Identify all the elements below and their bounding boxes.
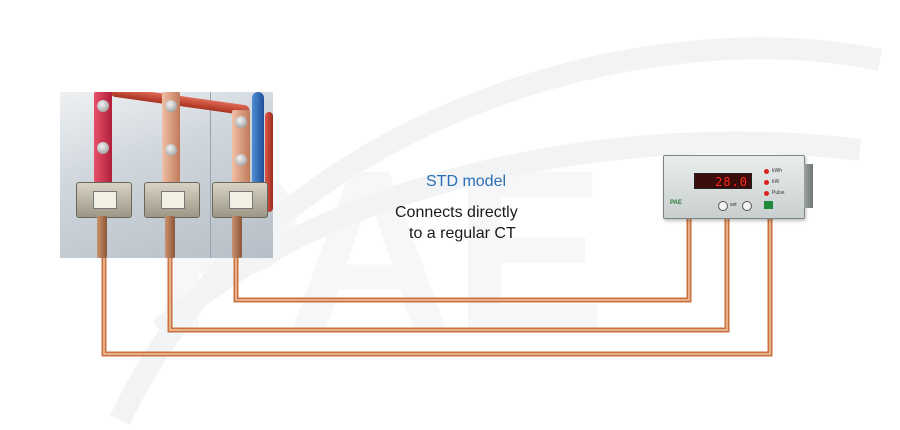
red-cable-2 (265, 112, 273, 212)
meter-button-left (718, 201, 728, 211)
description-line-1: Connects directly (395, 204, 518, 221)
led-label: Pulse (772, 190, 785, 196)
current-transformer-photo (60, 92, 273, 258)
wire-middle (167, 212, 730, 333)
bolt (97, 142, 109, 154)
meter-button-label: set (730, 202, 737, 208)
red-cable (109, 92, 251, 116)
blue-cable (252, 92, 264, 202)
bolt (97, 100, 109, 112)
meter-button-right (742, 201, 752, 211)
panel-meter: 28.0 kWh kW Pulse PAE set (663, 155, 813, 219)
ct-unit-1 (76, 182, 132, 218)
busbar-copper-1 (162, 92, 180, 184)
busbar-copper-2 (232, 110, 250, 184)
led-indicator (764, 180, 769, 185)
description-line-2: to a regular CT (409, 225, 516, 242)
busbar-red (94, 92, 112, 184)
busbar-lower-1 (97, 216, 107, 258)
led-label: kWh (772, 168, 782, 174)
bolt (165, 144, 177, 156)
wire-inner (233, 212, 692, 303)
meter-brand: PAE (670, 200, 682, 206)
busbar-lower-2 (165, 216, 175, 258)
model-description: Connects directly to a regular CT (395, 202, 518, 244)
meter-green-indicator (764, 201, 773, 209)
led-label: kW (772, 179, 780, 185)
meter-display: 28.0 (694, 173, 752, 189)
bolt (165, 100, 177, 112)
ct-unit-2 (144, 182, 200, 218)
led-indicator (764, 191, 769, 196)
busbar-lower-3 (232, 216, 242, 258)
wire-outer (101, 218, 773, 357)
led-indicator (764, 169, 769, 174)
bolt (235, 154, 247, 166)
model-title: STD model (426, 173, 507, 190)
meter-side (804, 164, 813, 208)
bolt (235, 116, 247, 128)
ct-unit-3 (212, 182, 268, 218)
